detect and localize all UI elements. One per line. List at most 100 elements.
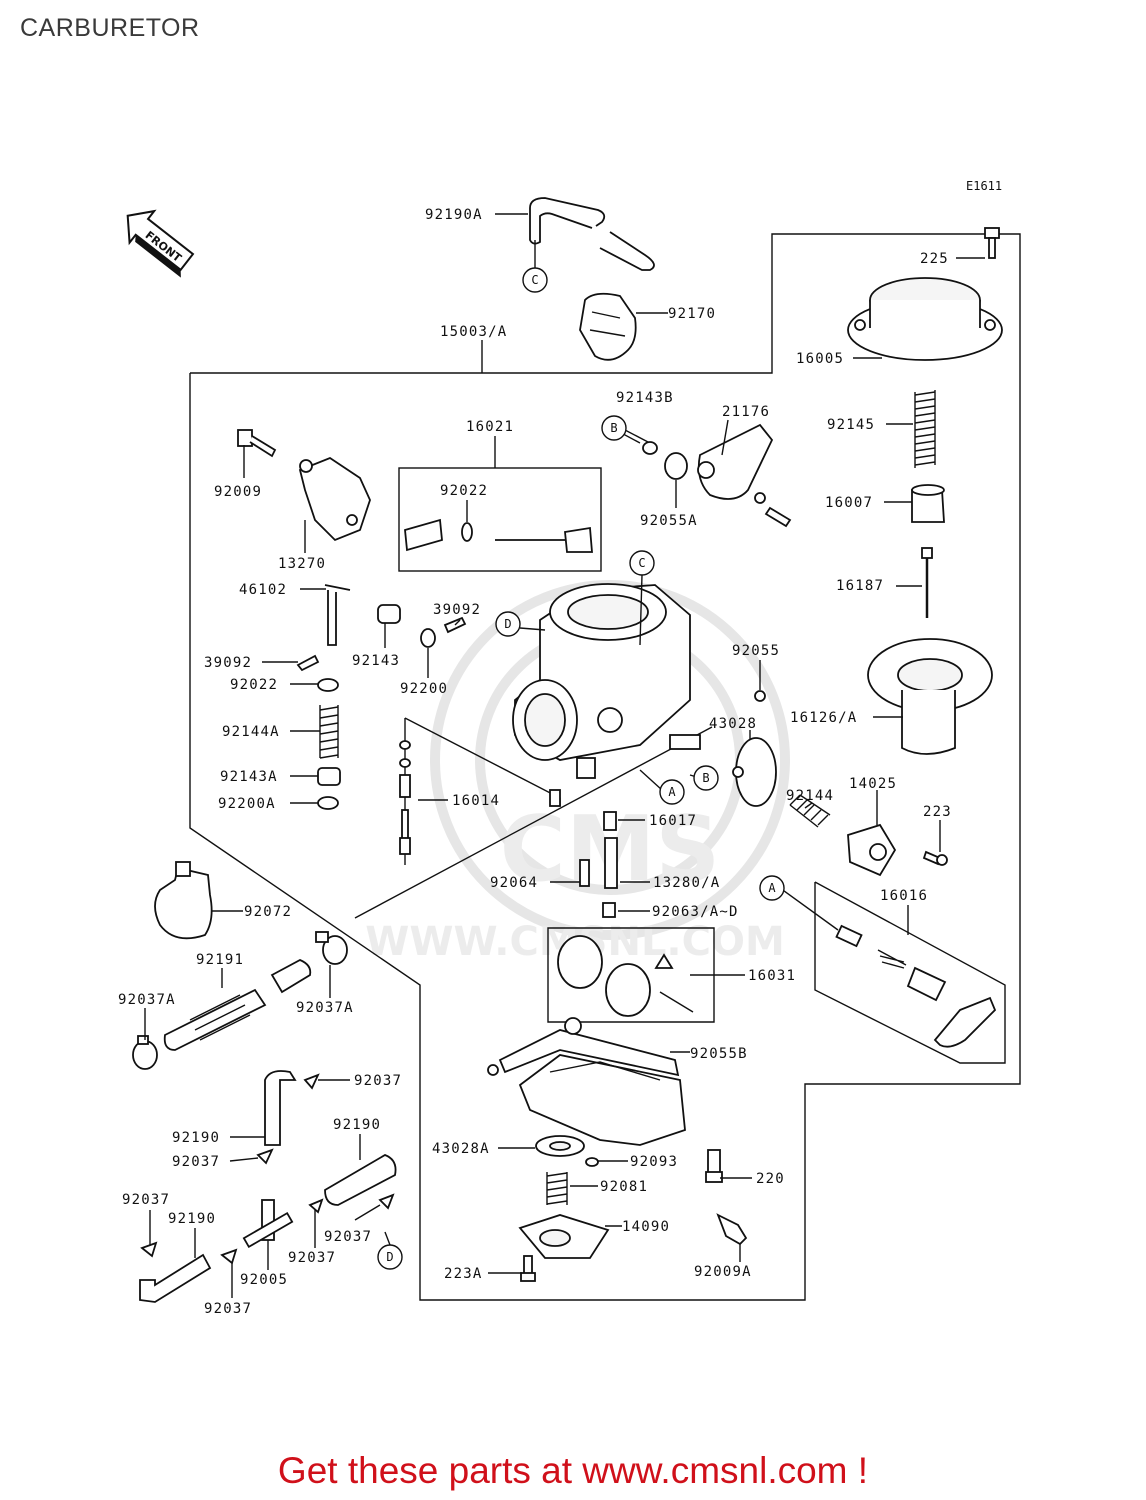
collar-92143B [642, 441, 658, 455]
label-92081: 92081 [600, 1179, 648, 1195]
screw-223 [922, 850, 948, 866]
label-21176: 21176 [722, 404, 770, 420]
label-16021: 16021 [466, 419, 514, 435]
svg-text:A: A [668, 785, 676, 799]
diagram-code: E1611 [966, 179, 1002, 193]
ref-circle-a-body: A [659, 779, 685, 805]
label-92063AD: 92063/A~D [652, 904, 739, 920]
label-92022-top: 92022 [440, 483, 488, 499]
svg-text:C: C [531, 273, 538, 287]
ref-circle-b-body: B [693, 765, 719, 791]
washer-92200A [317, 796, 339, 810]
t-joint-92005 [242, 1199, 294, 1249]
needle-jet-13280A [604, 837, 618, 889]
ref-circle-b-top: B [601, 415, 627, 441]
svg-text:B: B [610, 421, 617, 435]
label-15003A: 15003/A [440, 324, 507, 340]
hose-92190A [529, 197, 655, 271]
label-16016: 16016 [880, 888, 928, 904]
label-92037-a: 92037 [354, 1073, 402, 1089]
label-92190-b: 92190 [333, 1117, 381, 1133]
spring-92081 [546, 1172, 568, 1205]
footer-shop-link[interactable]: Get these parts at www.cmsnl.com ! [277, 1450, 869, 1491]
label-16126A: 16126/A [790, 710, 857, 726]
svg-text:C: C [638, 556, 645, 570]
label-92055A: 92055A [640, 513, 698, 529]
label-92009A: 92009A [694, 1264, 752, 1280]
clamp-92037A-left [132, 1035, 158, 1070]
label-92170: 92170 [668, 306, 716, 322]
leader-lines [144, 213, 985, 1298]
spring-92144 [789, 794, 831, 828]
label-39092-right: 39092 [433, 602, 481, 618]
hose-92190-angled [324, 1154, 397, 1206]
ref-circle-c-body: C [629, 550, 655, 576]
screw-220 [705, 1149, 723, 1183]
jet-needle-16187 [921, 547, 933, 618]
ref-circle-c-top: C [522, 267, 548, 293]
label-14025: 14025 [849, 776, 897, 792]
label-223A: 223A [444, 1266, 483, 1282]
screw-21176 [754, 492, 792, 528]
valve-16016 [835, 924, 997, 1048]
band-92072 [154, 861, 213, 940]
label-92009: 92009 [214, 484, 262, 500]
label-92037-d: 92037 [324, 1229, 372, 1245]
label-220: 220 [756, 1171, 785, 1187]
hose-92191 [163, 959, 312, 1051]
label-92190-c: 92190 [168, 1211, 216, 1227]
bracket-13270 [298, 456, 371, 542]
washer-92022 [317, 678, 339, 692]
svg-text:A: A [768, 881, 776, 895]
washer-92200 [420, 628, 436, 648]
screw-92009A [716, 1213, 748, 1246]
spring-92144A [319, 705, 339, 759]
hose-92190-vertical [264, 1070, 297, 1146]
box-16021 [398, 467, 602, 572]
label-92037-c: 92037 [122, 1192, 170, 1208]
label-46102: 46102 [239, 582, 287, 598]
label-92064: 92064 [490, 875, 538, 891]
label-92037A-right: 92037A [296, 1000, 354, 1016]
clamp-92037A-right [315, 931, 348, 965]
carburetor-exploded-diagram: CMS WWW.CMSNL.COM E1611 FRONT [118, 179, 1021, 1317]
label-16005: 16005 [796, 351, 844, 367]
assembly-divider [354, 726, 713, 919]
assembly-outline [189, 233, 1021, 1301]
diaphragm-16126A [867, 638, 993, 755]
rod-46102 [324, 584, 351, 646]
label-92037-e: 92037 [288, 1250, 336, 1266]
page-title: CARBURETOR [20, 14, 200, 42]
diaphragm-43028 [732, 737, 777, 807]
clip-39092a [296, 654, 320, 672]
cover-14090 [518, 1214, 610, 1259]
label-16017: 16017 [649, 813, 697, 829]
pilot-jet-92063 [602, 902, 616, 918]
svg-text:D: D [386, 1250, 393, 1264]
label-16031: 16031 [748, 968, 796, 984]
pilot-screw-16014 [399, 740, 411, 855]
label-16007: 16007 [825, 495, 873, 511]
hose-92190-bottom [139, 1253, 212, 1303]
label-92200: 92200 [400, 681, 448, 697]
label-92143B: 92143B [616, 390, 674, 406]
label-225: 225 [920, 251, 949, 267]
label-39092-left: 39092 [204, 655, 252, 671]
carburetor-body [512, 583, 701, 807]
o-ring-92093 [585, 1157, 599, 1167]
ref-circle-a-valve: A [759, 875, 785, 901]
label-92055: 92055 [732, 643, 780, 659]
label-92191: 92191 [196, 952, 244, 968]
collar-92143 [377, 604, 401, 624]
top-cover-16005 [847, 277, 1003, 361]
clip-92037-set [140, 1073, 395, 1265]
label-92022-left: 92022 [230, 677, 278, 693]
label-92093: 92093 [630, 1154, 678, 1170]
screw-223A [520, 1255, 536, 1282]
label-16014: 16014 [452, 793, 500, 809]
label-92144A: 92144A [222, 724, 280, 740]
float-chamber-92055B [487, 1017, 686, 1146]
label-92190-a: 92190 [172, 1130, 220, 1146]
label-92005: 92005 [240, 1272, 288, 1288]
front-arrow-icon: FRONT [126, 209, 195, 278]
